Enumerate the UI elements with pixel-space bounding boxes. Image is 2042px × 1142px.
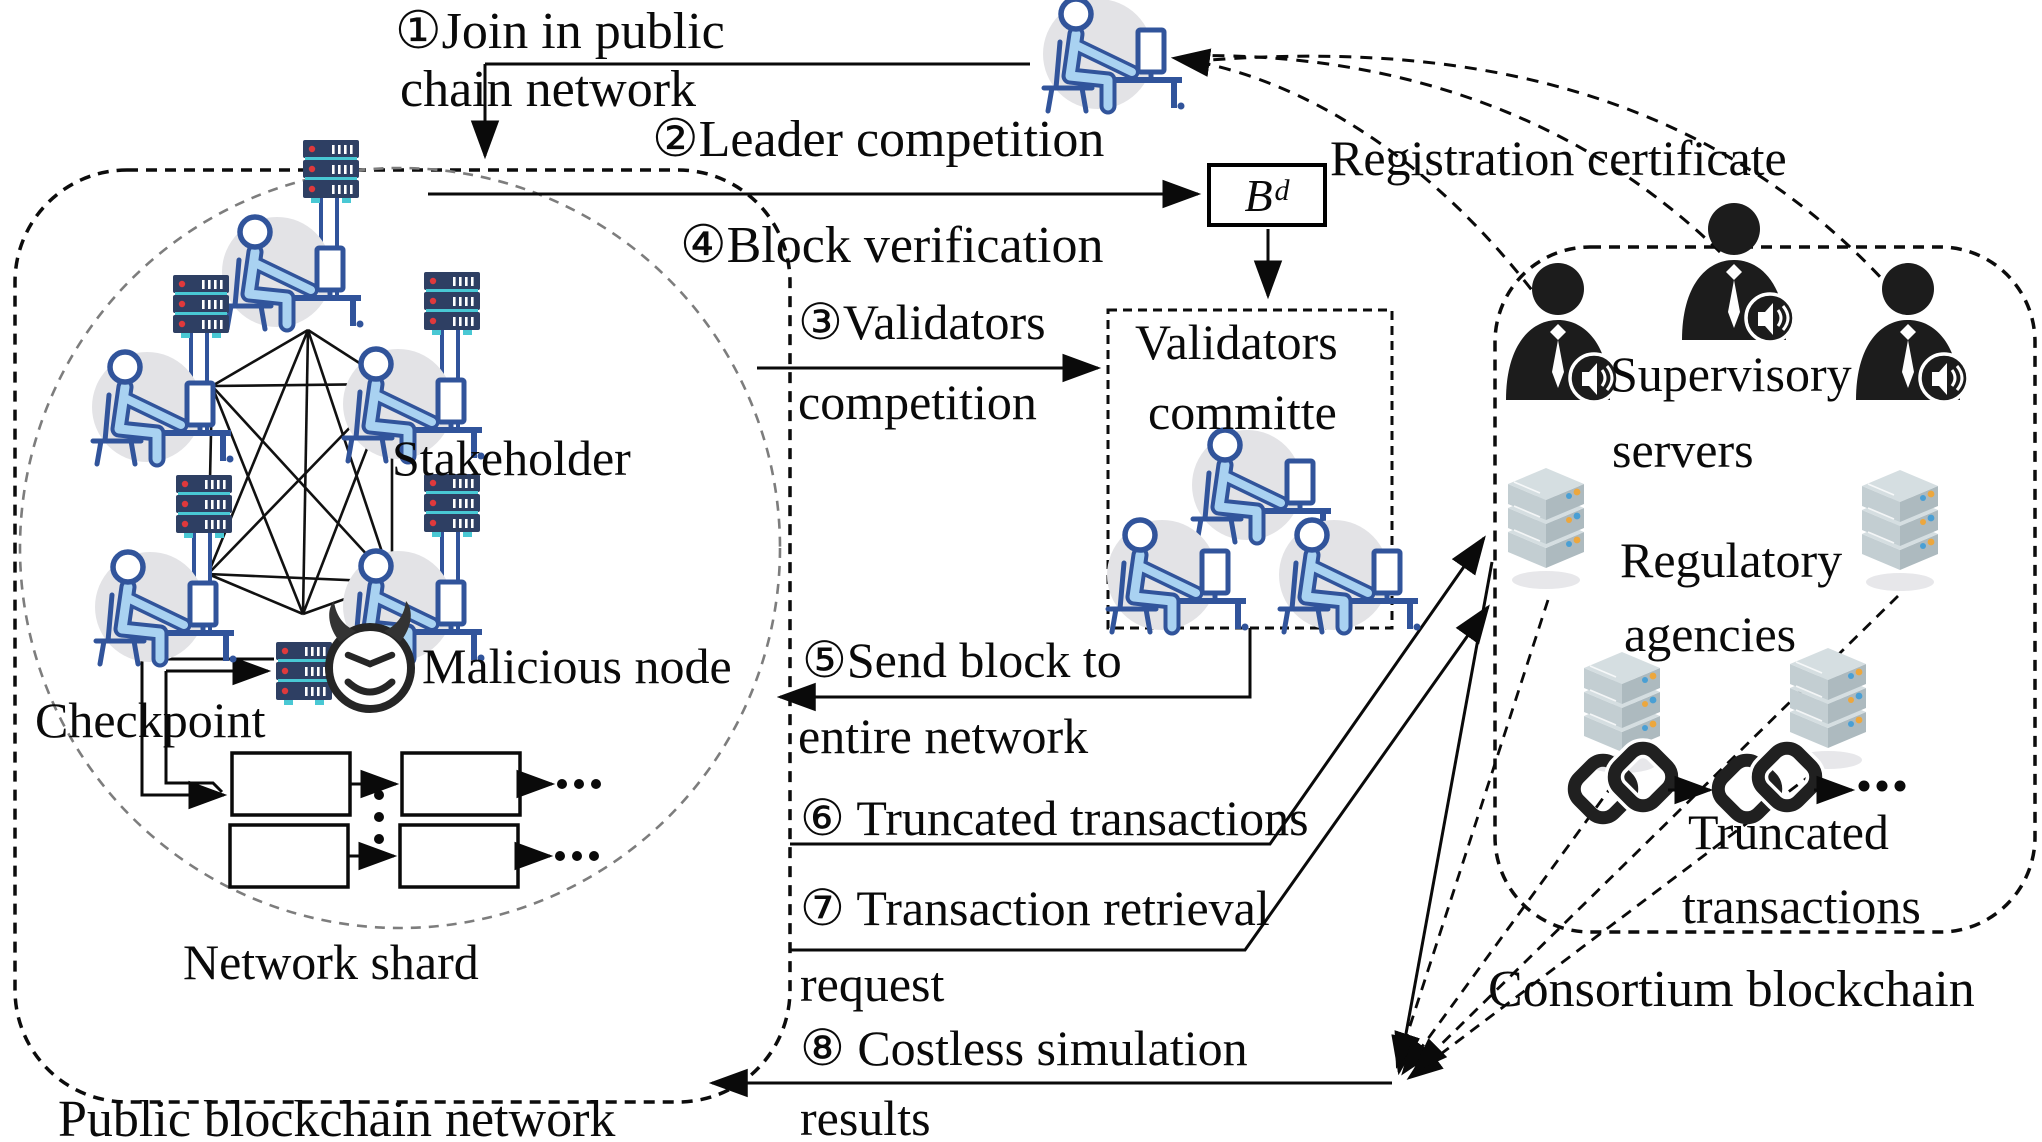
validators-committee-label-line2: committe [1148, 384, 1337, 440]
malicious-node-icon [276, 601, 415, 713]
regulatory-server-top-left [1507, 467, 1585, 590]
arrow-step6-truncated-transactions [790, 535, 1486, 846]
regulatory-label-line1: Regulatory [1620, 532, 1843, 588]
joining-stakeholder-icon [1043, 0, 1185, 111]
step1-label-line1: ①Join in public [395, 3, 725, 60]
supervisory-server-right [1854, 261, 1970, 404]
supervisory-server-center [1680, 201, 1796, 344]
consortium-blockchain-boundary [1493, 245, 2037, 934]
validator-right-icon [1279, 520, 1421, 632]
step8-label-line1: ⑧ Costless simulation [800, 1020, 1248, 1076]
block-rect [400, 751, 522, 817]
block-rect [230, 751, 352, 817]
ellipsis-dots [374, 779, 601, 861]
step2-label: ②Leader competition [652, 111, 1105, 168]
arrow-step7-retrieval-request [790, 604, 1490, 952]
truncated-transactions-label-line2: transactions [1682, 878, 1921, 934]
regulatory-label-line2: agencies [1624, 606, 1797, 662]
leader-block-base: B [1244, 169, 1273, 221]
step8-label-line2: results [800, 1090, 931, 1142]
validators-committee-label-line1: Validators [1135, 314, 1338, 370]
stakeholder-node-lower-left [95, 475, 237, 664]
arrow-step5-send-block [776, 628, 1252, 712]
arrow-checkpoint-to-block [140, 659, 228, 810]
network-shard-boundary [18, 166, 782, 930]
malicious-node-label: Malicious node [422, 638, 732, 694]
shard-blockchain [228, 751, 601, 889]
consortium-chain-link-1 [1568, 742, 1679, 825]
truncated-transactions-label-line1: Truncated [1688, 804, 1889, 860]
consortium-title: Consortium blockchain [1488, 961, 1975, 1018]
public-network-title: Public blockchain network [58, 1091, 616, 1142]
step5-label-line2: entire network [798, 708, 1089, 764]
step4-label: ④Block verification [680, 217, 1104, 274]
stakeholder-node-upper-left [92, 275, 234, 464]
supervisory-label-line1: Supervisory [1610, 346, 1852, 402]
block-rect [228, 823, 350, 889]
arrow-checkpoint-branch [164, 671, 224, 794]
block-rect [398, 823, 520, 889]
validator-left-icon [1107, 520, 1249, 632]
checkpoint-label: Checkpoint [35, 692, 266, 748]
step3-label-line2: competition [798, 374, 1037, 430]
step5-label-line1: ⑤Send block to [802, 632, 1122, 688]
supervisory-label-line2: servers [1612, 422, 1754, 478]
simulation-result-links [1394, 595, 1899, 1080]
step7-label-line1: ⑦ Transaction retrieval [800, 880, 1270, 936]
regulatory-server-top-right [1861, 469, 1939, 592]
leader-block-sup: d [1274, 174, 1290, 207]
step1-label-line2: chain network [400, 61, 697, 118]
supervisory-server-left [1504, 261, 1620, 404]
malicious-devil-icon [325, 601, 415, 713]
stakeholder-label: Stakeholder [392, 430, 631, 486]
step7-label-line2: request [800, 956, 945, 1012]
registration-certificate-links [1170, 48, 1910, 309]
step6-label: ⑥ Truncated transactions [800, 790, 1309, 846]
network-shard-label: Network shard [183, 934, 479, 990]
consortium-chain-ellipsis [1858, 780, 1906, 792]
registration-certificate-label: Registration certificate [1330, 130, 1787, 186]
public-blockchain-network-boundary [13, 168, 792, 1104]
arrow-results-return [1391, 561, 1494, 1076]
step3-label-line1: ③Validators [798, 294, 1046, 350]
